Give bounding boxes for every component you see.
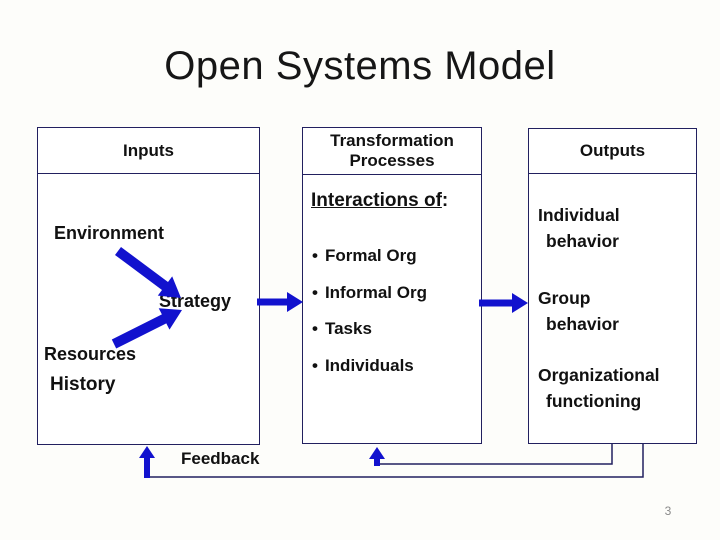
interactions-heading: Interactions of: bbox=[311, 190, 448, 212]
bullet-item-informal-org: • Informal Org bbox=[312, 283, 427, 303]
output-item-individual-behavior: Individual behavior bbox=[538, 202, 620, 254]
output-item-line2: behavior bbox=[546, 314, 619, 334]
environment-label: Environment bbox=[54, 223, 165, 243]
transformation-box-header: Transformation Processes bbox=[303, 128, 481, 175]
bullet-icon: • bbox=[312, 283, 318, 302]
strategy-label: Strategy bbox=[159, 291, 232, 311]
output-item-group-behavior: Group behavior bbox=[538, 285, 619, 337]
interactions-heading-colon: : bbox=[441, 190, 449, 211]
bullet-label: Individuals bbox=[324, 356, 414, 375]
output-item-organizational-functioning: Organizational functioning bbox=[538, 362, 660, 414]
output-item-line1: Individual bbox=[538, 205, 620, 225]
bullet-icon: • bbox=[312, 319, 318, 338]
inputs-box: Inputs Environment Strategy Resources Hi… bbox=[37, 127, 260, 445]
interactions-heading-text: Interactions of bbox=[311, 190, 442, 211]
output-item-line1: Group bbox=[538, 288, 591, 308]
transformation-to-outputs-arrow-icon bbox=[479, 293, 528, 313]
page-number: 3 bbox=[664, 504, 672, 518]
transformation-box: Transformation Processes Interactions of… bbox=[302, 127, 482, 444]
feedback-label: Feedback bbox=[181, 449, 260, 468]
feedback-loop-inner-line bbox=[377, 444, 613, 465]
bullet-item-formal-org: • Formal Org bbox=[312, 246, 417, 266]
bullet-icon: • bbox=[312, 356, 318, 375]
bullet-label: Formal Org bbox=[324, 246, 417, 265]
output-item-line1: Organizational bbox=[538, 365, 660, 385]
output-item-line2: functioning bbox=[546, 391, 642, 411]
resources-label: Resources bbox=[44, 344, 137, 364]
output-item-line2: behavior bbox=[546, 231, 619, 251]
bullet-item-tasks: • Tasks bbox=[312, 319, 372, 339]
bullet-icon: • bbox=[312, 246, 318, 265]
outputs-box-header: Outputs bbox=[529, 129, 696, 174]
feedback-to-inputs-arrow-icon bbox=[139, 446, 155, 478]
bullet-label: Informal Org bbox=[324, 283, 427, 302]
history-label: History bbox=[50, 374, 116, 395]
inputs-box-header: Inputs bbox=[38, 128, 259, 174]
bullet-label: Tasks bbox=[324, 319, 372, 338]
feedback-to-transformation-arrow-icon bbox=[369, 447, 385, 466]
slide-title: Open Systems Model bbox=[164, 44, 556, 88]
outputs-box: Outputs Individual behavior Group behavi… bbox=[528, 128, 697, 444]
inputs-to-transformation-arrow-icon bbox=[257, 292, 303, 312]
bullet-item-individuals: • Individuals bbox=[312, 356, 414, 376]
